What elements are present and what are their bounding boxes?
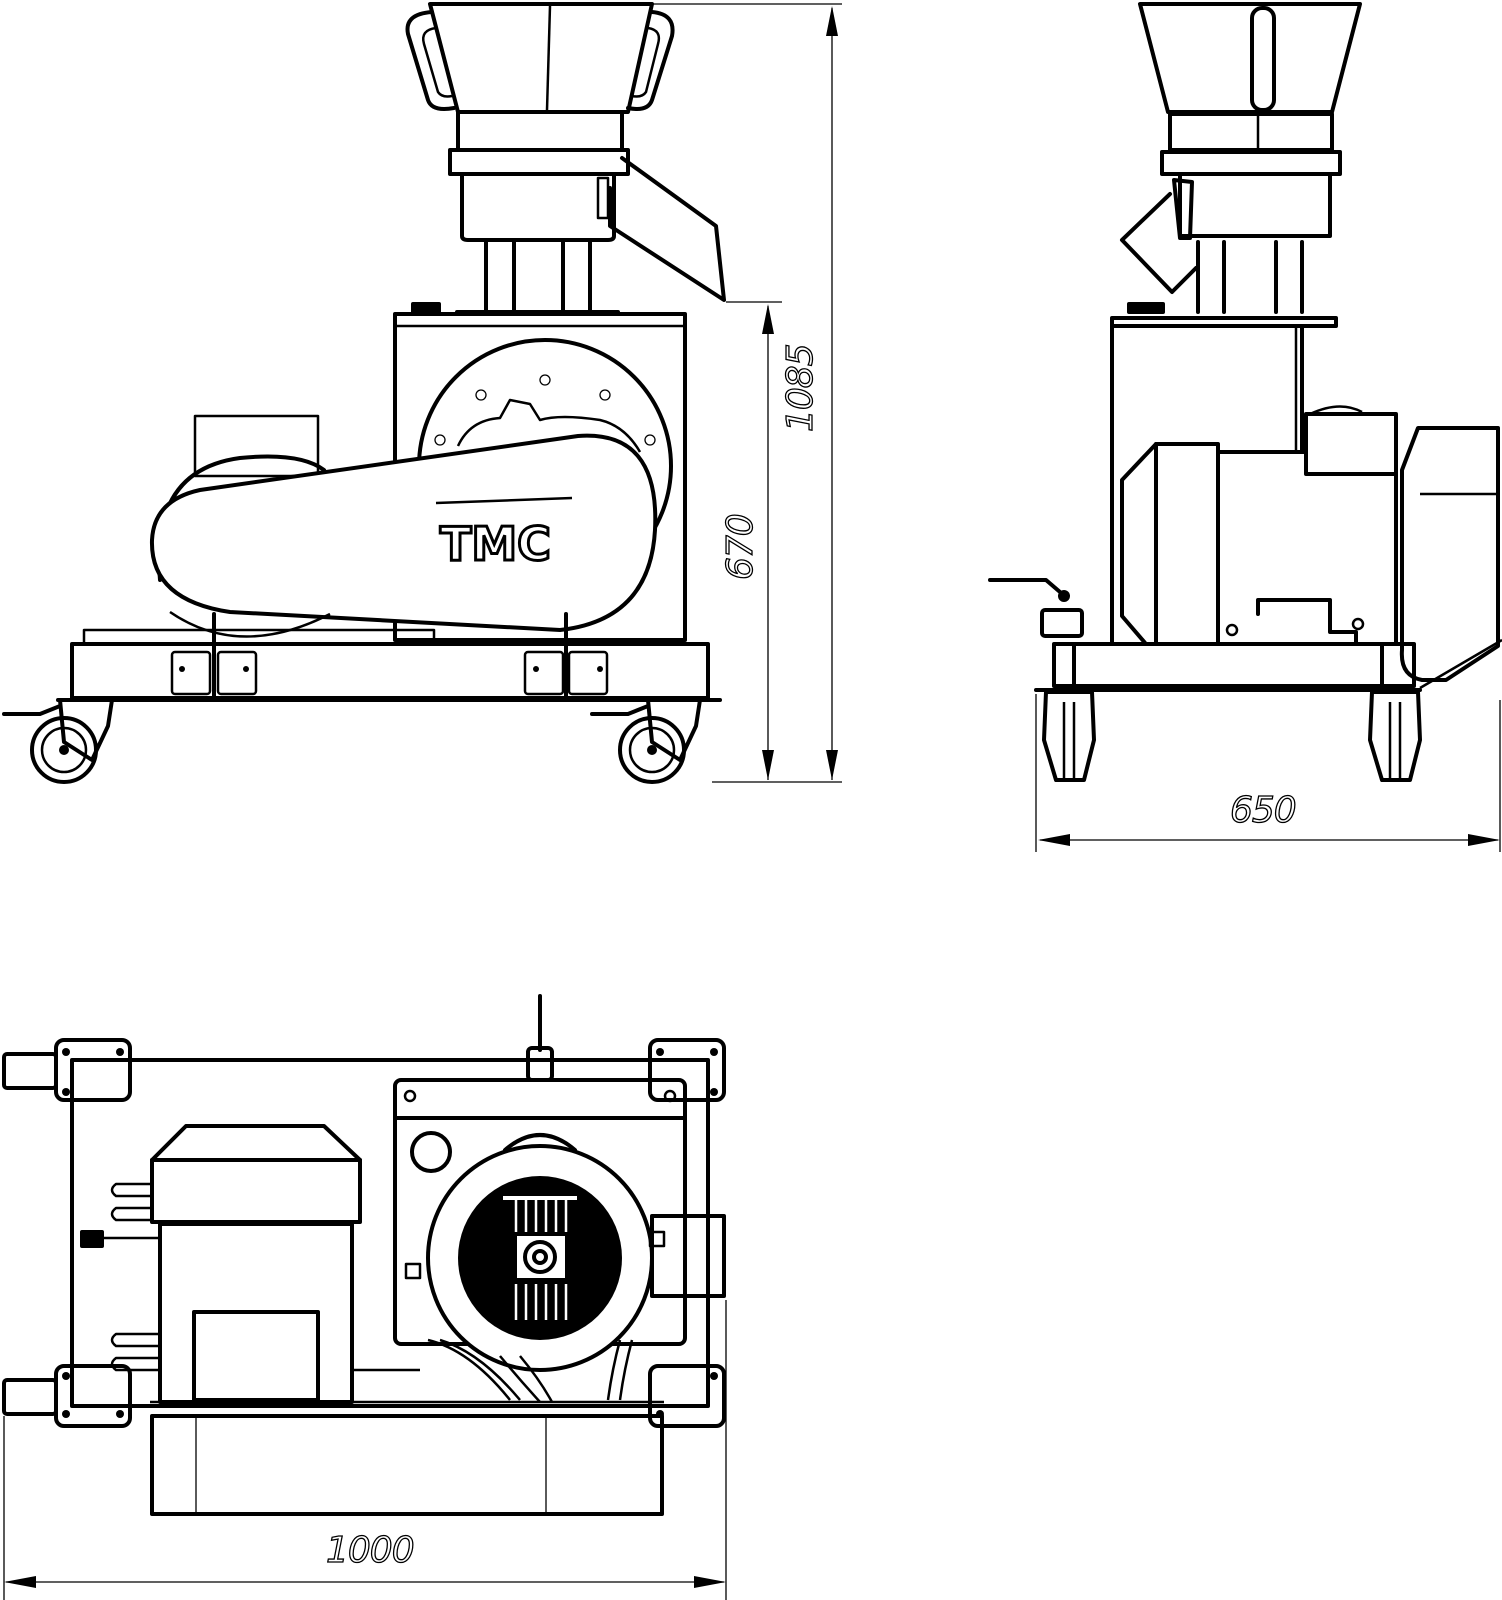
dim-670: 670 [720, 514, 761, 580]
motor-terminal-box [193, 414, 320, 478]
side-caster-left [1042, 690, 1096, 782]
dimension-width: 650 [1035, 694, 1501, 852]
valve-handle [988, 578, 1062, 594]
side-motor-fan [1120, 442, 1220, 646]
ball-valve [1040, 608, 1084, 638]
dim-650: 650 [1230, 790, 1296, 831]
tmc-logo: TMC [440, 517, 551, 571]
dim-1085: 1085 [780, 344, 821, 432]
dim-1000: 1000 [326, 1530, 414, 1571]
belt-guard [149, 433, 658, 632]
side-motor-body [1216, 450, 1398, 646]
columns [484, 240, 592, 314]
side-view [988, 2, 1502, 782]
dimension-height: 1085 670 [652, 3, 842, 783]
top-view [2, 994, 726, 1516]
dimension-length: 1000 [3, 1300, 727, 1600]
top-motor-fan [150, 1124, 362, 1224]
hopper [405, 2, 675, 242]
caster-right [590, 698, 702, 784]
front-view: TMC [2, 2, 726, 784]
caster-left [2, 698, 114, 784]
discharge-chute [608, 156, 726, 302]
side-caster-right [1368, 690, 1422, 782]
top-frame [70, 1058, 710, 1408]
base-frame [56, 612, 722, 702]
base-tray [150, 1414, 664, 1516]
